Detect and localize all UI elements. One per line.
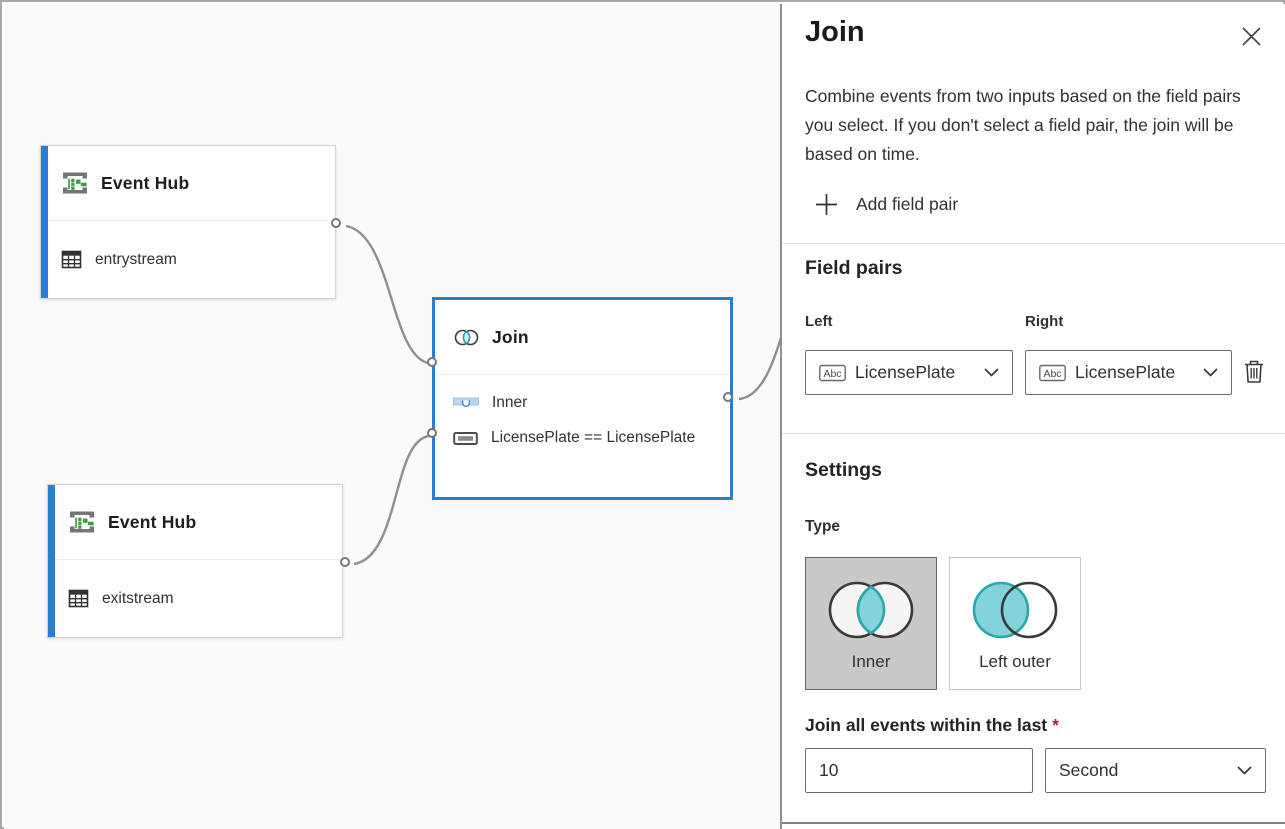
diagram-canvas[interactable]: Event Hub entrystream Join — [4, 4, 782, 829]
table-icon — [61, 250, 82, 269]
port-join-input-bottom[interactable] — [427, 428, 437, 438]
join-type-value: Inner — [492, 394, 528, 411]
node-accent-bar — [48, 485, 55, 637]
node-event-hub-exit[interactable]: Event Hub exitstream — [47, 484, 343, 638]
node-title: Join — [492, 326, 529, 347]
svg-text:Abc: Abc — [1043, 368, 1061, 380]
close-icon — [1241, 26, 1261, 46]
join-venn-icon — [454, 329, 479, 345]
node-header: Event Hub — [41, 146, 335, 221]
left-field-label: Left — [805, 313, 833, 330]
add-field-pair-button[interactable]: Add field pair — [815, 193, 958, 216]
table-icon — [68, 589, 89, 608]
node-header: Event Hub — [48, 485, 342, 560]
node-stream-row[interactable]: entrystream — [41, 221, 335, 298]
left-field-dropdown[interactable]: Abc LicensePlate — [805, 350, 1013, 395]
panel-description: Combine events from two inputs based on … — [805, 86, 1241, 164]
connector-entry-to-join[interactable] — [345, 224, 429, 365]
inner-join-icon — [453, 397, 479, 407]
join-condition-value: LicensePlate == LicensePlate — [491, 429, 696, 446]
event-hub-icon — [70, 511, 94, 533]
port-join-output[interactable] — [723, 392, 733, 402]
join-condition-row: LicensePlate == LicensePlate — [435, 429, 730, 447]
time-unit-value: Second — [1059, 760, 1119, 780]
close-button[interactable] — [1237, 22, 1265, 50]
connector-layer — [345, 224, 782, 566]
event-hub-icon — [63, 172, 87, 194]
inner-join-venn-icon — [828, 581, 914, 639]
time-window-value-input[interactable] — [805, 748, 1033, 793]
port-join-input-top[interactable] — [427, 357, 437, 367]
text-field-type-icon: Abc — [819, 364, 846, 381]
join-type-option-inner[interactable]: Inner — [805, 557, 937, 690]
time-window-label: Join all events within the last* — [805, 715, 1059, 735]
node-stream-row[interactable]: exitstream — [48, 560, 342, 637]
node-accent-bar — [41, 146, 48, 298]
connector-join-output[interactable] — [738, 328, 782, 401]
field-pairs-heading: Field pairs — [805, 257, 903, 279]
add-field-pair-label: Add field pair — [856, 194, 959, 214]
left-outer-join-venn-icon — [972, 581, 1058, 639]
right-field-dropdown[interactable]: Abc LicensePlate — [1025, 350, 1232, 395]
type-label: Type — [805, 518, 841, 535]
svg-text:Abc: Abc — [823, 368, 841, 380]
divider — [782, 243, 1285, 244]
divider — [782, 433, 1285, 434]
connector-exit-to-join[interactable] — [353, 434, 430, 566]
right-field-value: LicensePlate — [1075, 362, 1176, 382]
plus-icon — [816, 194, 837, 215]
text-field-type-icon: Abc — [1039, 364, 1066, 381]
panel-bottom-divider — [782, 822, 1285, 824]
field-pair-icon — [453, 431, 478, 445]
stream-name: entrystream — [95, 250, 177, 268]
required-marker: * — [1052, 715, 1059, 735]
stream-name: exitstream — [102, 589, 174, 607]
tile-label: Left outer — [979, 652, 1051, 671]
chevron-down-icon — [1203, 368, 1218, 377]
chevron-down-icon — [984, 368, 999, 377]
chevron-down-icon — [1237, 766, 1252, 775]
delete-field-pair-button[interactable] — [1239, 357, 1269, 389]
settings-heading: Settings — [805, 459, 882, 481]
node-header: Join — [435, 300, 730, 375]
right-field-label: Right — [1025, 313, 1064, 330]
join-type-row: Inner — [435, 394, 730, 412]
panel-title: Join — [805, 16, 865, 48]
node-event-hub-entry[interactable]: Event Hub entrystream — [40, 145, 336, 299]
tile-label: Inner — [851, 652, 891, 671]
node-join[interactable]: Join Inner LicensePlate == LicensePlate — [432, 297, 733, 500]
node-title: Event Hub — [101, 172, 190, 193]
trash-icon — [1245, 360, 1263, 383]
node-title: Event Hub — [108, 511, 197, 532]
left-field-value: LicensePlate — [855, 362, 956, 382]
join-config-panel: Join Combine events from two inputs base… — [780, 4, 1285, 829]
port-exit-output[interactable] — [340, 557, 350, 567]
time-unit-dropdown[interactable]: Second — [1045, 748, 1266, 793]
join-type-option-left-outer[interactable]: Left outer — [949, 557, 1081, 690]
port-entry-output[interactable] — [331, 218, 341, 228]
